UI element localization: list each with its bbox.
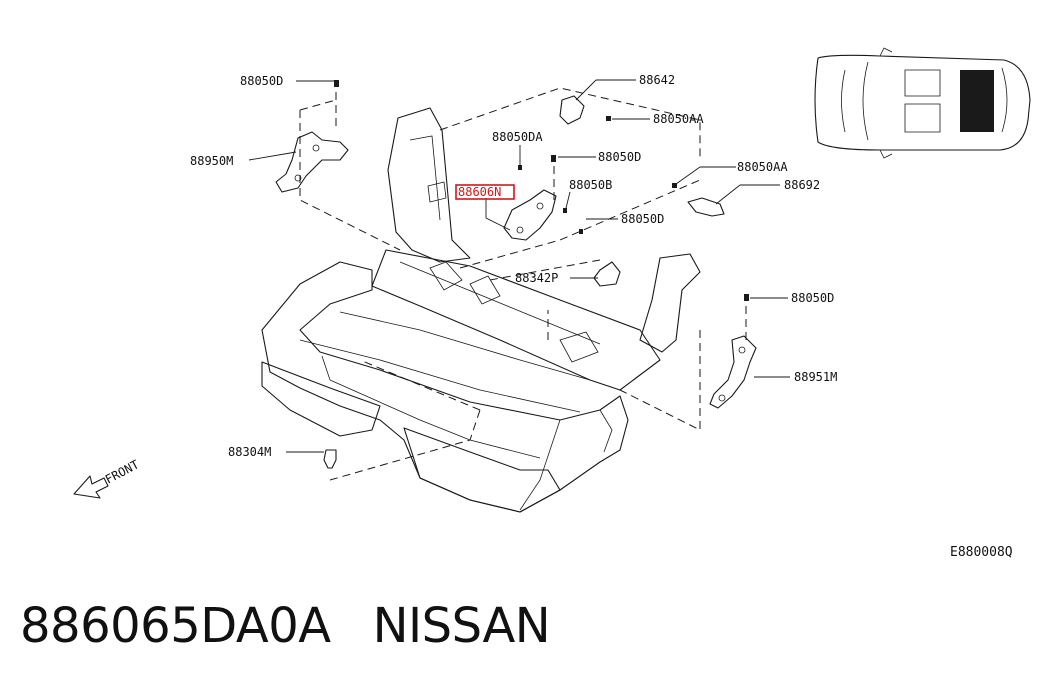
exploded-parts-diagram: 88050D 88950M 88642 88050AA 88050DA 8805… xyxy=(73,47,1031,560)
alignment-lines xyxy=(299,87,747,481)
bracket-88642-icon xyxy=(559,95,585,125)
brand-name: NISSAN xyxy=(372,598,551,654)
label-88642: 88642 xyxy=(639,73,675,87)
caption: 886065DA0A NISSAN xyxy=(20,598,551,654)
bracket-88692-icon xyxy=(687,197,725,217)
callout-labels: 88050D 88950M 88642 88050AA 88050DA 8805… xyxy=(190,73,837,459)
label-88304M: 88304M xyxy=(228,445,271,459)
label-88342P: 88342P xyxy=(515,271,558,285)
clip-88304M-icon xyxy=(323,449,337,469)
front-direction-indicator: FRONT xyxy=(73,457,141,499)
bolt-icons xyxy=(334,80,749,301)
label-88050B: 88050B xyxy=(569,178,612,192)
label-88692: 88692 xyxy=(784,178,820,192)
front-label: FRONT xyxy=(103,457,141,486)
highlight-box-88606N xyxy=(455,184,515,200)
label-88950M: 88950M xyxy=(190,154,233,168)
label-88050AA-right: 88050AA xyxy=(737,160,788,174)
bracket-88606N-icon xyxy=(503,189,557,241)
label-88050D-top-left: 88050D xyxy=(240,74,283,88)
bracket-88342P-icon xyxy=(593,261,621,287)
highlighted-area-icon xyxy=(960,70,994,132)
floor-panel-assembly xyxy=(261,107,701,513)
label-88951M: 88951M xyxy=(794,370,837,384)
label-88050D-mid: 88050D xyxy=(598,150,641,164)
diagram-code: E880008Q xyxy=(950,545,1013,560)
car-locator-icon xyxy=(814,47,1031,159)
front-arrow-icon xyxy=(73,475,109,499)
label-88050D-lower-right: 88050D xyxy=(791,291,834,305)
label-88050DA: 88050DA xyxy=(492,130,543,144)
part-number: 886065DA0A xyxy=(20,598,331,654)
label-88050AA-top: 88050AA xyxy=(653,112,704,126)
leader-lines xyxy=(248,79,790,453)
bracket-88951M-icon xyxy=(709,335,757,409)
label-88050D-right: 88050D xyxy=(621,212,664,226)
label-88606N[interactable]: 88606N xyxy=(458,185,501,199)
bracket-88950M-icon xyxy=(275,131,349,193)
